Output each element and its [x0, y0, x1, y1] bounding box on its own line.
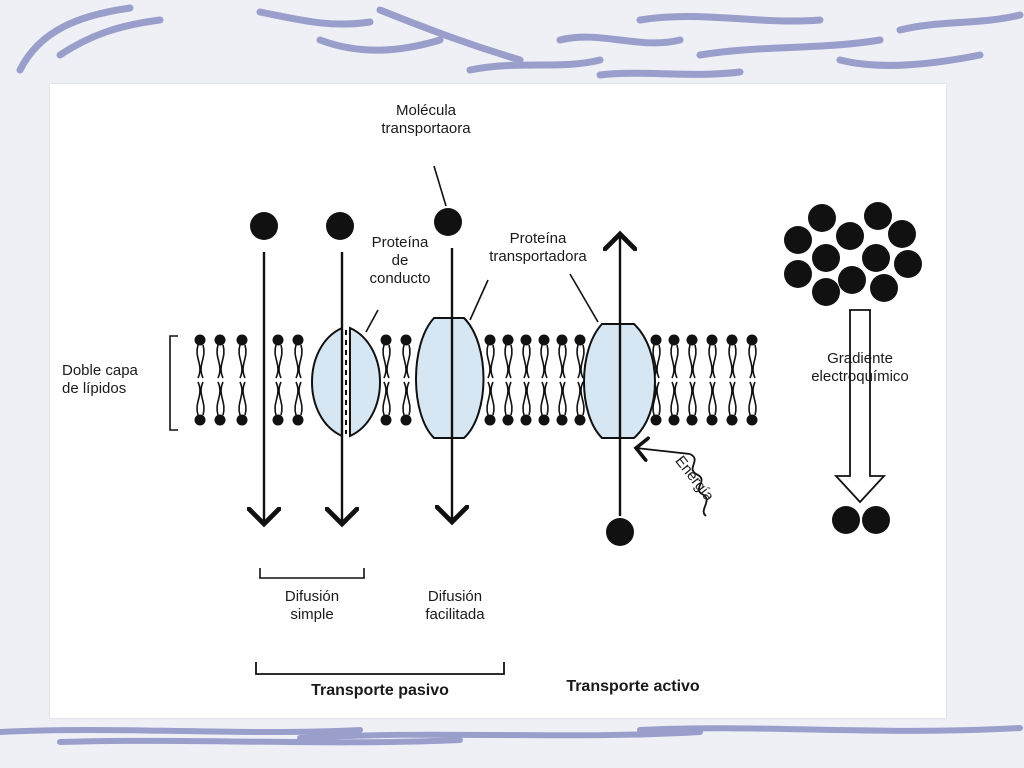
label-lipid-bilayer: Doble capa de lípidos — [62, 362, 138, 397]
gradient-cluster-high — [784, 202, 922, 306]
molecule-active — [606, 518, 634, 546]
leader-carrier-1 — [469, 279, 489, 321]
membrane-diagram — [169, 165, 922, 675]
label-passive-transport: Transporte pasivo — [311, 682, 449, 699]
label-simple-diffusion: Difusión simple — [284, 588, 340, 623]
membrane-transport-figure: Molécula transportaora Proteína de condu… — [50, 84, 946, 718]
carrier-protein-facilitated — [415, 317, 485, 439]
label-facilitated-diffusion: Difusión facilitada — [425, 588, 485, 623]
channel-protein — [311, 326, 381, 438]
molecule-carrier — [434, 208, 462, 236]
molecule-simple-diffusion — [250, 212, 278, 240]
label-carrier-protein: Proteína transportadora — [489, 230, 587, 265]
leader-carrier-2 — [569, 273, 599, 323]
bracket-passive-transport — [255, 662, 505, 675]
label-active-transport: Transporte activo — [566, 678, 700, 695]
label-molecule-carrier: Molécula transportaora — [381, 102, 471, 137]
bilayer-bracket — [169, 335, 178, 431]
gradient-arrow — [833, 309, 887, 504]
molecule-channel — [326, 212, 354, 240]
swirl-decoration-bottom — [0, 725, 1023, 746]
label-gradient: Gradiente electroquímico — [811, 350, 909, 385]
swirl-decoration-top — [16, 4, 1024, 79]
bracket-simple-diffusion — [259, 568, 365, 579]
energy-arrow — [636, 448, 708, 517]
leader-molecule-carrier — [433, 165, 447, 207]
leader-channel-protein — [365, 309, 379, 333]
gradient-cluster-low — [832, 506, 890, 534]
label-channel-protein: Proteína de conducto — [369, 234, 431, 287]
